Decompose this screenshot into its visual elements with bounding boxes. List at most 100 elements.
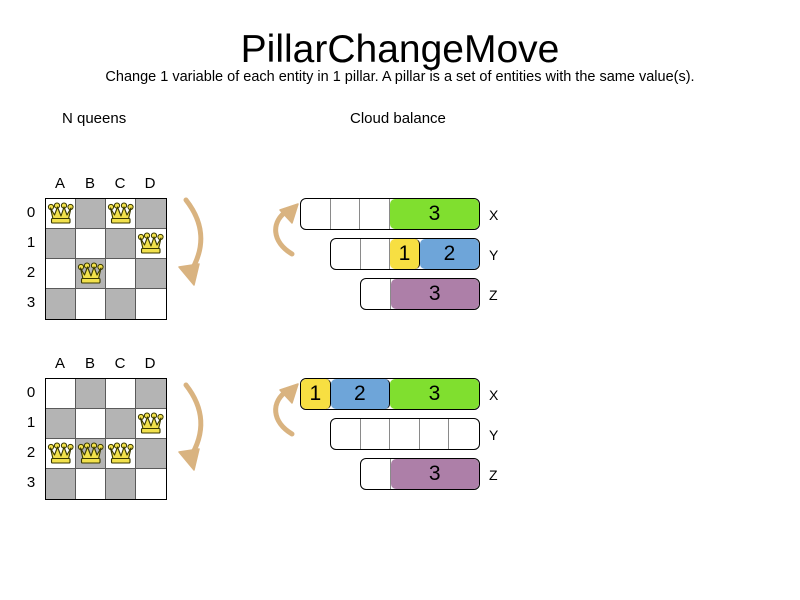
board-cell-b0[interactable] <box>76 199 106 229</box>
board-cell-c0[interactable] <box>106 199 136 229</box>
cloud-bar-label-y: Y <box>489 247 499 263</box>
board-cell-d2[interactable] <box>136 259 166 289</box>
cloud-capacity-slot <box>361 279 391 309</box>
cloud-process-2[interactable]: 2 <box>330 379 391 409</box>
board-cell-a0[interactable] <box>46 199 76 229</box>
column-label-d: D <box>144 355 156 372</box>
board-cell-d1[interactable] <box>136 409 166 439</box>
cloud-capacity-slot <box>360 199 391 229</box>
page-subtitle: Change 1 variable of each entity in 1 pi… <box>105 69 695 85</box>
board-cell-b3[interactable] <box>76 289 106 319</box>
board-cell-a1[interactable] <box>46 229 76 259</box>
cloud-capacity-slot <box>420 419 450 449</box>
queen-icon <box>137 412 164 434</box>
board-cell-a1[interactable] <box>46 409 76 439</box>
board-cell-c3[interactable] <box>106 469 136 499</box>
queen-icon <box>107 202 134 224</box>
curved-arrow-down-icon-boards-top <box>170 185 220 295</box>
column-label-d: D <box>144 175 156 192</box>
cloud-capacity-slot <box>361 239 391 269</box>
board-cell-c0[interactable] <box>106 379 136 409</box>
curved-arrow-down-icon-boards-bottom <box>170 370 220 480</box>
nqueens-board-before: A B C D 0 1 2 3 <box>0 175 200 355</box>
cloud-capacity-slot <box>331 419 361 449</box>
row-label-2: 2 <box>26 264 36 281</box>
cloud-process-3[interactable]: 3 <box>390 379 479 409</box>
board-cell-c2[interactable] <box>106 259 136 289</box>
cloud-process-1[interactable]: 1 <box>301 379 331 409</box>
board-cell-d1[interactable] <box>136 229 166 259</box>
row-label-3: 3 <box>26 474 36 491</box>
board-cell-c1[interactable] <box>106 409 136 439</box>
board-cell-a2[interactable] <box>46 259 76 289</box>
cloud-bar-label-z: Z <box>489 467 498 483</box>
cloud-bar-x[interactable]: 3 <box>300 198 480 230</box>
board-cell-a3[interactable] <box>46 289 76 319</box>
row-label-0: 0 <box>26 384 36 401</box>
board-cell-d3[interactable] <box>136 289 166 319</box>
board-cell-d3[interactable] <box>136 469 166 499</box>
board-cell-c2[interactable] <box>106 439 136 469</box>
cloud-capacity-slot <box>301 199 331 229</box>
cloud-process-2[interactable]: 2 <box>419 239 479 269</box>
cloud-capacity-slot <box>361 459 391 489</box>
board-cell-d0[interactable] <box>136 199 166 229</box>
column-label-a: A <box>54 355 65 372</box>
queen-icon <box>107 442 134 464</box>
row-label-1: 1 <box>26 414 36 431</box>
cloud-capacity-slot <box>361 419 391 449</box>
board-cell-b3[interactable] <box>76 469 106 499</box>
board-cell-c3[interactable] <box>106 289 136 319</box>
board-cell-a0[interactable] <box>46 379 76 409</box>
cloud-bar-label-x: X <box>489 387 499 403</box>
board-cell-b1[interactable] <box>76 409 106 439</box>
cloud-process-3[interactable]: 3 <box>390 459 479 489</box>
board-cell-c1[interactable] <box>106 229 136 259</box>
chessboard-grid[interactable] <box>45 198 167 320</box>
cloud-bar-y[interactable] <box>330 418 480 450</box>
chessboard-grid[interactable] <box>45 378 167 500</box>
cloud-capacity-slot <box>449 419 479 449</box>
column-label-a: A <box>54 175 65 192</box>
column-label-b: B <box>84 355 95 372</box>
column-label-c: C <box>114 355 126 372</box>
queen-icon <box>47 202 74 224</box>
board-cell-b1[interactable] <box>76 229 106 259</box>
board-cell-b2[interactable] <box>76 259 106 289</box>
cloud-bar-label-y: Y <box>489 427 499 443</box>
page-title: PillarChangeMove <box>240 28 560 71</box>
cloud-capacity-slot <box>331 239 361 269</box>
queen-icon <box>47 442 74 464</box>
cloud-capacity-slot <box>390 419 420 449</box>
column-label-c: C <box>114 175 126 192</box>
board-cell-b0[interactable] <box>76 379 106 409</box>
cloud-bar-z[interactable]: 3 <box>360 458 480 490</box>
cloud-process-1[interactable]: 1 <box>390 239 420 269</box>
cloud-bar-label-z: Z <box>489 287 498 303</box>
board-cell-a3[interactable] <box>46 469 76 499</box>
curved-arrow-up-icon-cloud-top <box>266 196 308 266</box>
cloud-process-3[interactable]: 3 <box>390 279 479 309</box>
queen-icon <box>77 442 104 464</box>
nqueens-board-after: A B C D 0 1 2 3 <box>0 355 200 535</box>
queen-icon <box>137 232 164 254</box>
board-cell-b2[interactable] <box>76 439 106 469</box>
board-cell-d0[interactable] <box>136 379 166 409</box>
cloud-bar-z[interactable]: 3 <box>360 278 480 310</box>
cloud-capacity-slot <box>331 199 361 229</box>
row-label-1: 1 <box>26 234 36 251</box>
row-label-3: 3 <box>26 294 36 311</box>
board-cell-d2[interactable] <box>136 439 166 469</box>
section-heading-cloud-balance: Cloud balance <box>350 110 446 127</box>
row-label-2: 2 <box>26 444 36 461</box>
curved-arrow-up-icon-cloud-bottom <box>266 376 308 446</box>
queen-icon <box>77 262 104 284</box>
cloud-process-3[interactable]: 3 <box>390 199 479 229</box>
row-label-0: 0 <box>26 204 36 221</box>
board-cell-a2[interactable] <box>46 439 76 469</box>
